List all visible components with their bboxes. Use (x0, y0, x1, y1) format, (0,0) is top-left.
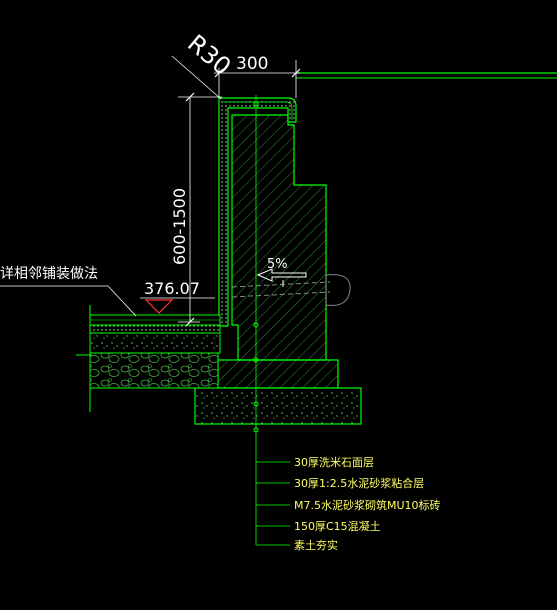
width-dim-tick (214, 68, 224, 78)
reference-note: 详相邻铺装做法 (0, 266, 98, 282)
wall-body (231, 114, 327, 361)
finish-layer-inner (223, 101, 293, 120)
concrete-base (194, 387, 362, 425)
foundation-step (217, 359, 339, 389)
axis-node (253, 427, 259, 433)
height-dim-tick (185, 92, 195, 102)
finish-layer (218, 97, 297, 327)
width-dim-tick (291, 68, 301, 78)
slope-arrow (256, 268, 307, 282)
drain-pipe-top (231, 281, 331, 288)
paving-gravel (89, 352, 219, 389)
layer-label: M7.5水泥砂浆砌筑MU10标砖 (294, 498, 441, 512)
reference-leader-2 (107, 285, 137, 317)
height-dim-tick (185, 317, 195, 327)
slope-label: 5% (267, 257, 288, 272)
drain-gravel (325, 274, 351, 306)
layer-label: 素土夯实 (294, 538, 338, 552)
drain-pipe-bottom (231, 291, 331, 298)
layer-label: 150厚C15混凝土 (294, 519, 381, 533)
paving-concrete (89, 332, 221, 354)
axis-node (253, 401, 259, 407)
radius-leader (171, 55, 222, 100)
height-dim-label: 600-1500 (170, 188, 189, 265)
width-dim-label: 300 (236, 54, 268, 74)
paving-mortar (89, 324, 221, 334)
axis-node (253, 322, 259, 328)
elevation-label: 376.07 (144, 279, 200, 298)
layer-leaders (256, 461, 290, 546)
elevation-triangle (144, 299, 174, 314)
layer-label: 30厚1:2.5水泥砂浆粘合层 (294, 476, 424, 490)
layer-label: 30厚洗米石面层 (294, 456, 374, 469)
axis-node (253, 357, 259, 363)
axis-node (253, 101, 259, 107)
